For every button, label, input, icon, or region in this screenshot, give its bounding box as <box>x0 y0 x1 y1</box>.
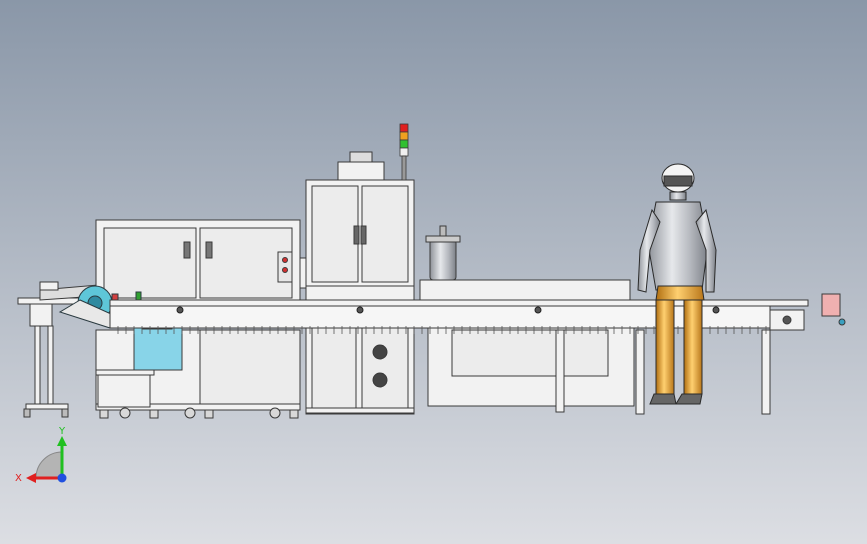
dispensing-cabinet <box>305 151 415 415</box>
conveyor-base <box>427 293 846 415</box>
signal-tower <box>399 123 409 181</box>
conveyor-guide-pins <box>176 306 720 314</box>
guide-pin <box>712 306 720 314</box>
glue-tank <box>419 225 631 301</box>
worker-figure <box>637 163 717 405</box>
guide-pin <box>356 306 364 314</box>
feeder-casters <box>99 407 299 419</box>
feeder-cabinet <box>95 219 307 411</box>
guide-pin <box>534 306 542 314</box>
conveyor-rail <box>109 299 809 329</box>
triad-x-label: X <box>15 473 22 484</box>
triad-y-label: Y <box>58 426 66 437</box>
coordinate-triad <box>26 436 67 483</box>
guide-pin <box>176 306 184 314</box>
